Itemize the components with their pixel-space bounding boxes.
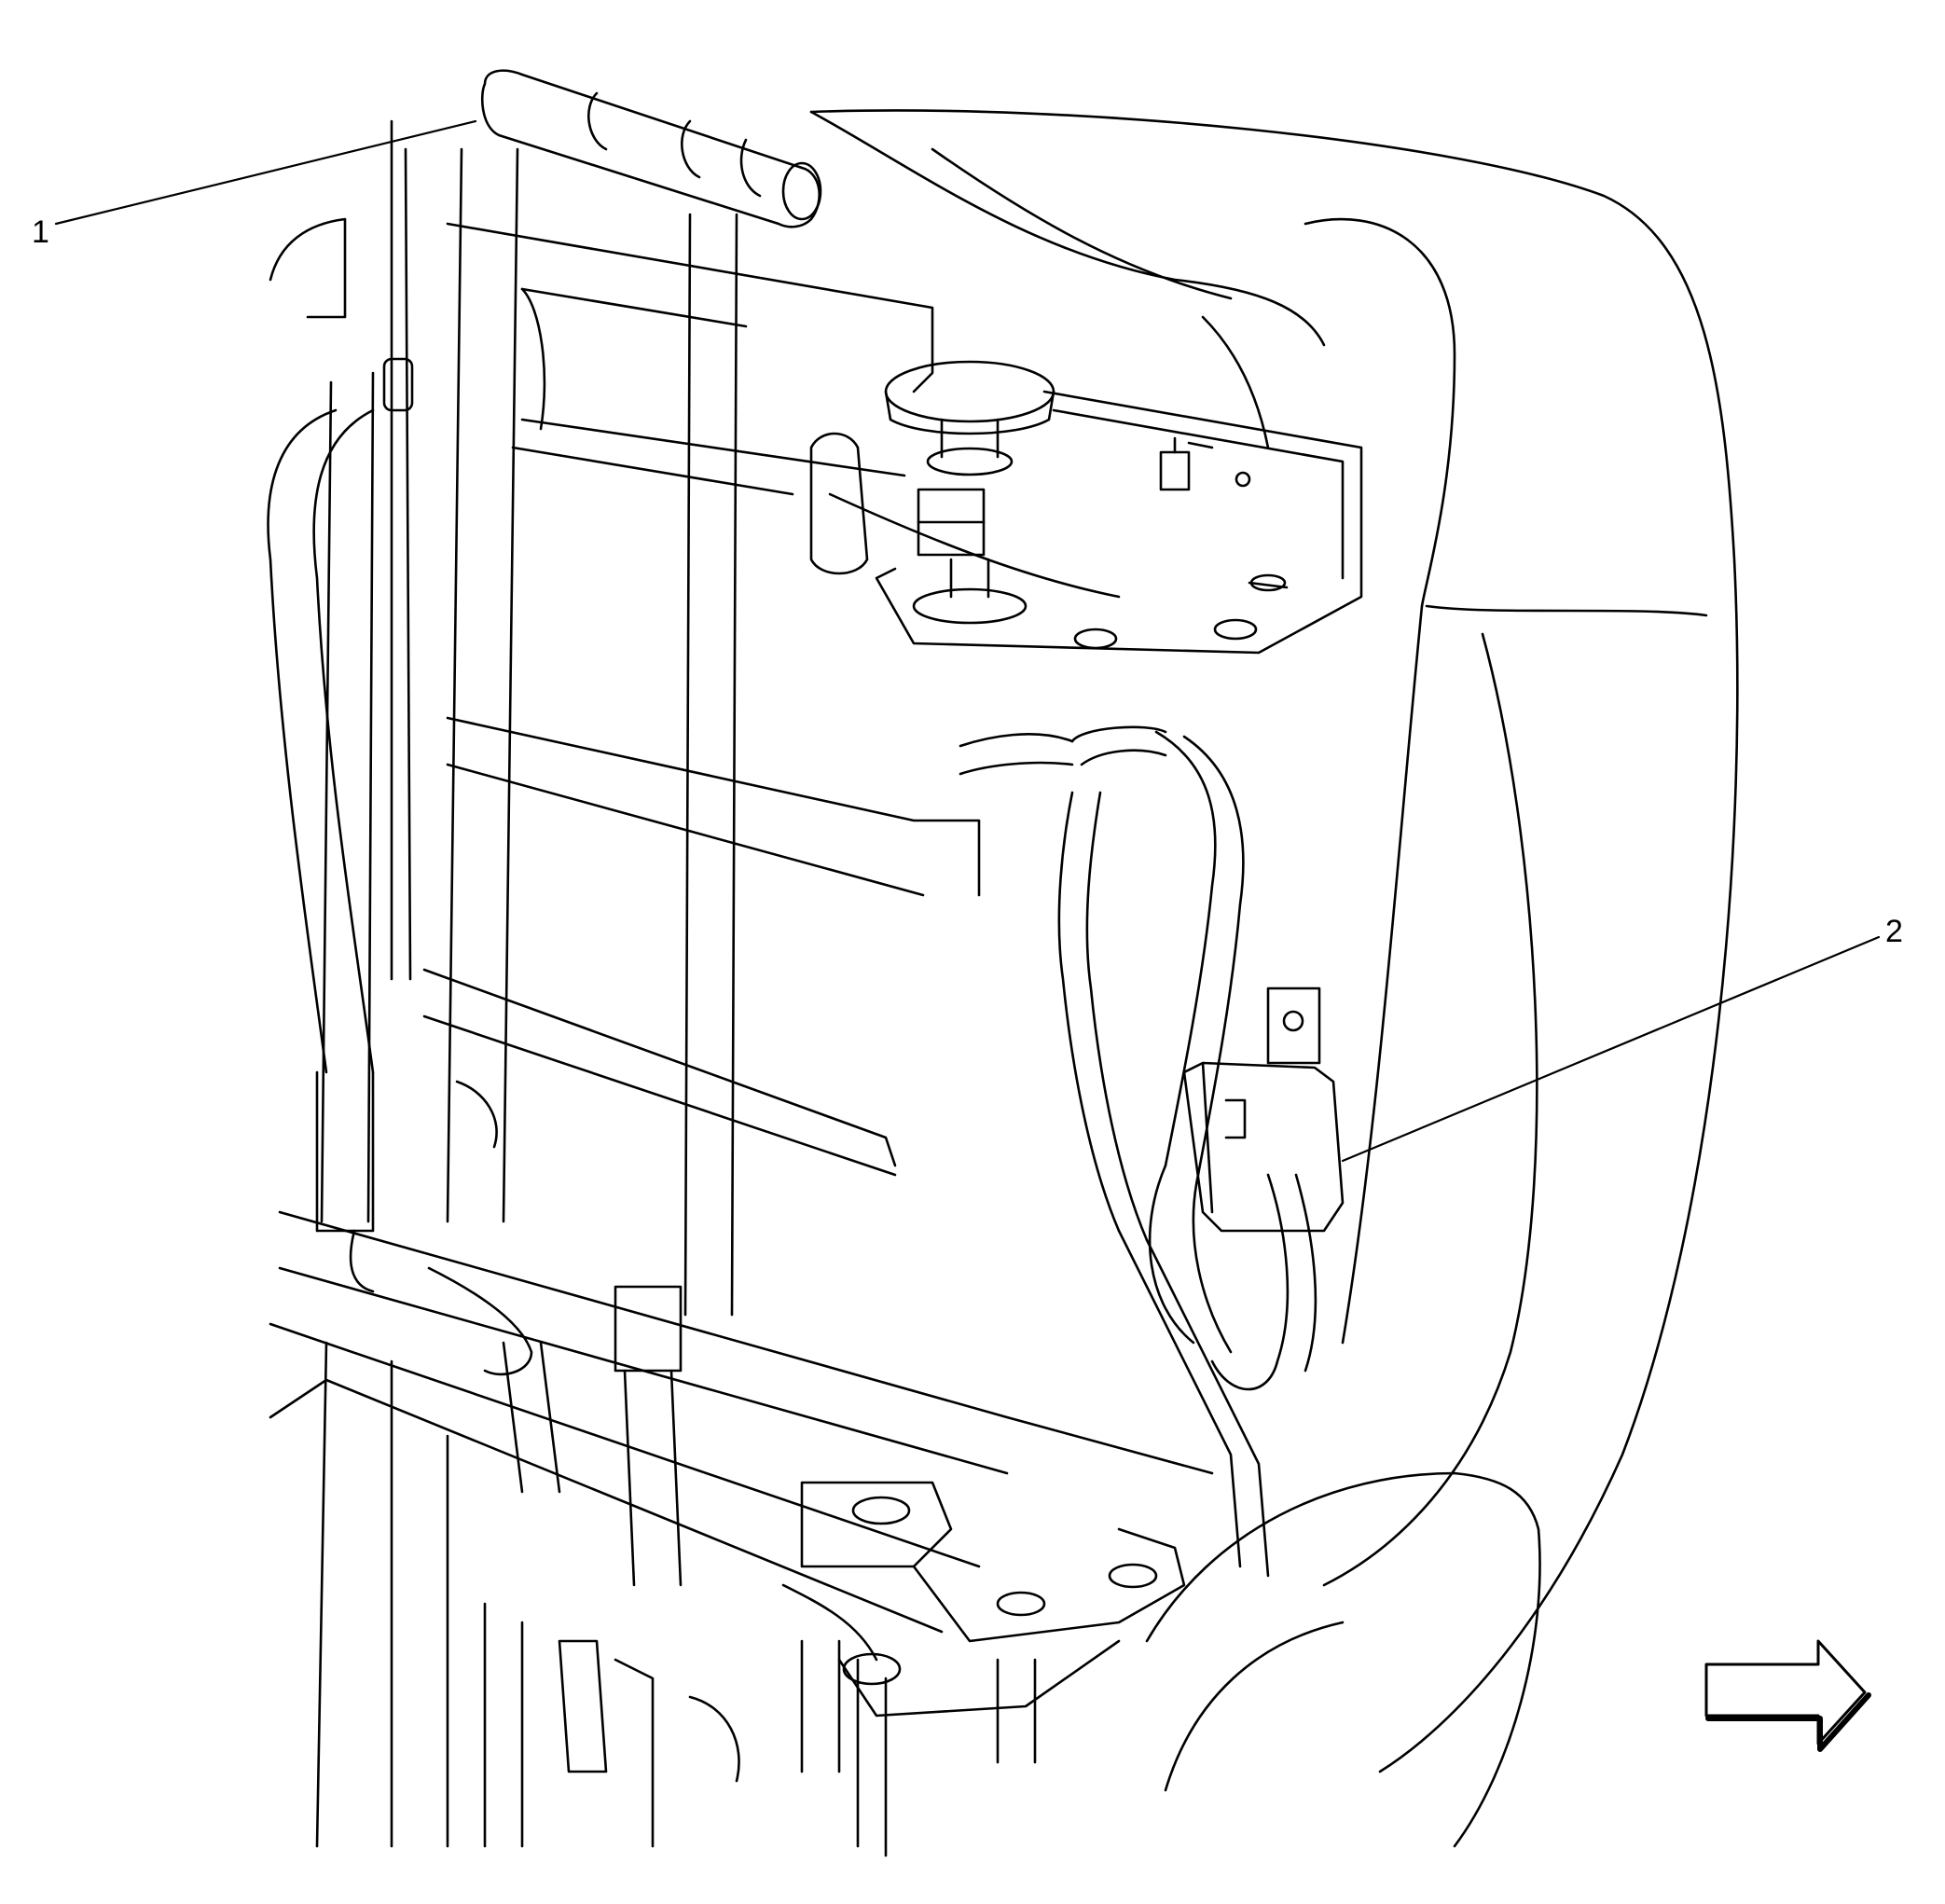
- arrow-right-icon: [1706, 1641, 1869, 1749]
- bracket: [876, 392, 1361, 653]
- lever-handle: [482, 71, 821, 228]
- strut-assembly: [811, 362, 1119, 623]
- lower-structure: [270, 1212, 1212, 1846]
- leader-line-1: [56, 121, 476, 224]
- cross-members: [424, 224, 979, 1175]
- body-panel: [811, 110, 1737, 1772]
- leader-lines: [56, 121, 1879, 1161]
- wiring-harness: [960, 727, 1316, 1576]
- leader-line-2: [1343, 937, 1879, 1161]
- wheel: [1147, 1473, 1540, 1846]
- hoses: [269, 219, 681, 1585]
- lower-mount: [783, 1483, 1184, 1856]
- callout-label-2: 2: [1885, 914, 1903, 949]
- callout-label-1: 1: [32, 214, 49, 250]
- frame-rails: [322, 121, 737, 1315]
- relay-module: [1184, 988, 1343, 1231]
